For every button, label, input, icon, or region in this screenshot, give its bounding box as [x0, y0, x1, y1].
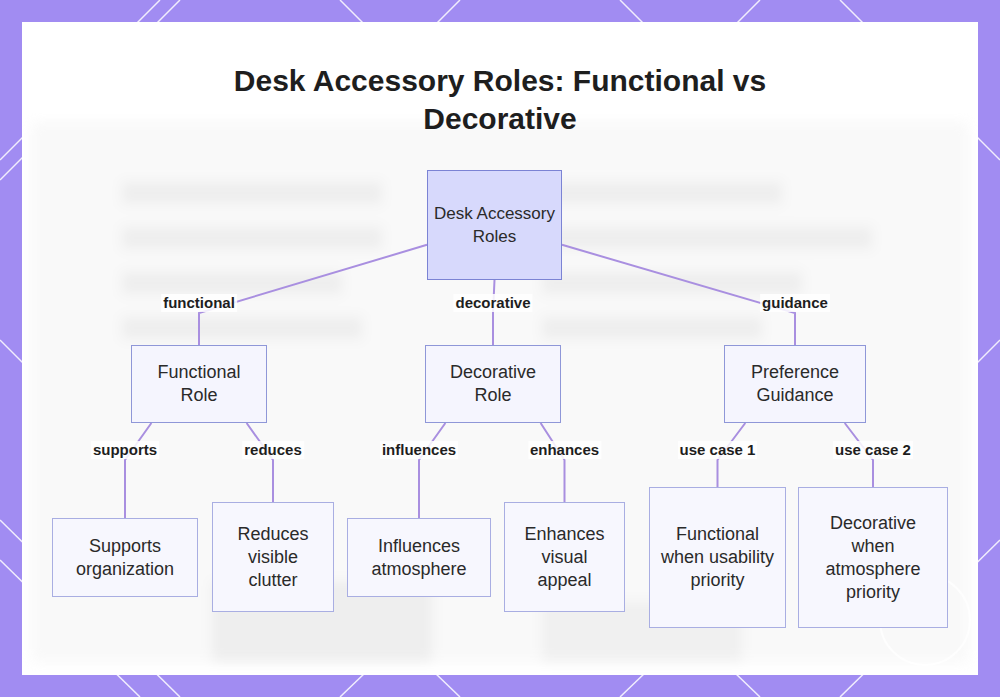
edge-label: use case 2 — [833, 441, 913, 459]
detail-box: Supports organization — [52, 518, 198, 597]
detail-box: Decorative when atmosphere priority — [798, 487, 948, 628]
root-box: Desk Accessory Roles — [427, 170, 562, 280]
category-box: Preference Guidance — [724, 345, 866, 423]
detail-box: Enhances visual appeal — [504, 502, 625, 612]
edge-label: influences — [380, 441, 458, 459]
text-group: Decorative Role — [438, 361, 548, 407]
category-box: Decorative Role — [425, 345, 561, 423]
node-text: Decorative Role — [438, 361, 548, 407]
text-group: Influences atmosphere — [358, 535, 480, 581]
text-group: Preference Guidance — [737, 361, 853, 407]
edge-label: supports — [91, 441, 159, 459]
node-text: Desk Accessory Roles — [430, 202, 559, 248]
node-text: Supports organization — [63, 535, 187, 581]
node-text: Preference Guidance — [737, 361, 853, 407]
detail-box: Reduces visible clutter — [212, 502, 334, 612]
connector-line — [419, 423, 445, 518]
text-group: Reduces visible clutter — [223, 523, 323, 592]
connector-line — [493, 280, 495, 345]
edge-label: decorative — [453, 294, 532, 312]
node-text: Reduces visible clutter — [223, 523, 323, 592]
category-box: Functional Role — [131, 345, 267, 423]
edge-label: guidance — [760, 294, 830, 312]
detail-box: Influences atmosphere — [347, 518, 491, 597]
edge-label: functional — [161, 294, 237, 312]
text-group: Decorative when atmosphere priority — [809, 512, 937, 604]
node-text: Functional when usability priority — [660, 523, 775, 592]
text-group: Functional when usability priority — [660, 523, 775, 592]
text-group: Desk Accessory Roles — [430, 202, 559, 248]
detail-box: Functional when usability priority — [649, 487, 786, 628]
node-text: Influences atmosphere — [358, 535, 480, 581]
node-text: Functional Role — [144, 361, 254, 407]
diagram-title: Desk Accessory Roles: Functional vs Deco… — [200, 62, 800, 138]
node-text: Decorative when atmosphere priority — [809, 512, 937, 604]
text-group: Supports organization — [63, 535, 187, 581]
node-text: Enhances visual appeal — [515, 523, 614, 592]
connector-line — [541, 423, 565, 502]
edge-label: enhances — [528, 441, 601, 459]
text-group: Enhances visual appeal — [515, 523, 614, 592]
edge-label: use case 1 — [678, 441, 758, 459]
text-group: Functional Role — [144, 361, 254, 407]
connector-line — [125, 423, 151, 518]
edge-label: reduces — [242, 441, 304, 459]
connector-line — [247, 423, 273, 502]
